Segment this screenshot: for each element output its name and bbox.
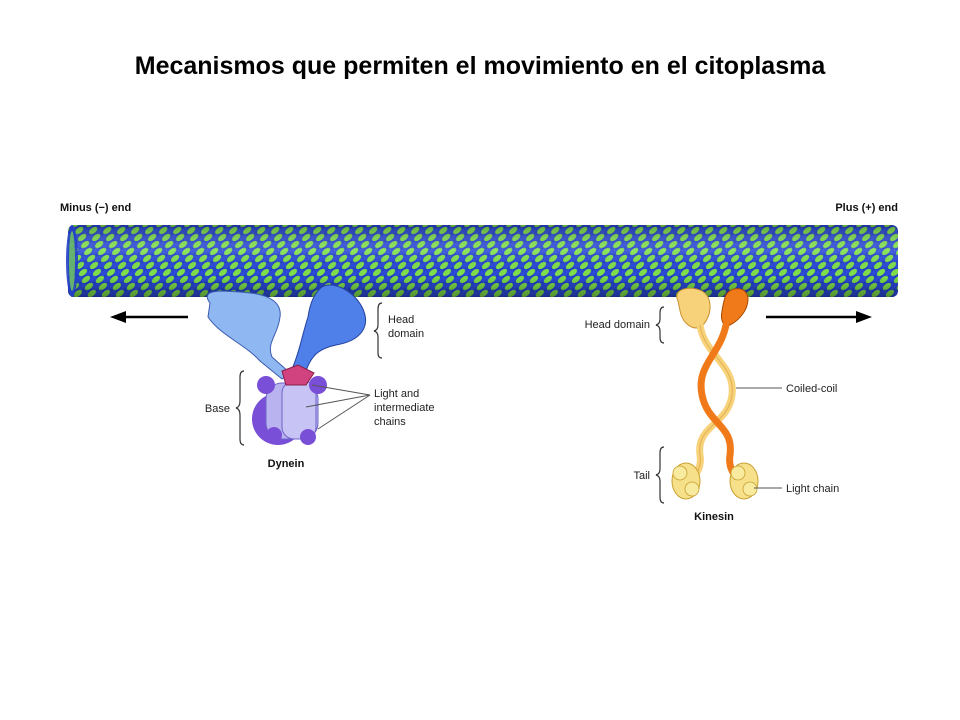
plus-end-label: Plus (+) end	[835, 202, 898, 214]
coiled-coil-label: Coiled-coil	[786, 383, 837, 395]
kinesin-protein	[671, 287, 759, 500]
page-title: Mecanismos que permiten el movimiento en…	[134, 52, 826, 80]
dynein-base-label: Base	[205, 403, 230, 415]
kinesin-tail-bracket	[655, 446, 665, 504]
arrow-left-minus	[110, 311, 188, 323]
kinesin-head-bracket	[655, 306, 665, 344]
light-chain-label: Light chain	[786, 483, 839, 495]
dynein-chains-label-line1: Light and	[374, 388, 419, 400]
dynein-chains-label-line3: chains	[374, 416, 406, 428]
kinesin-light-chains	[671, 462, 759, 500]
minus-end-label: Minus (−) end	[60, 202, 131, 214]
diagram-canvas: Minus (−) end Plus (+) end	[60, 202, 898, 523]
dynein-protein	[206, 284, 367, 445]
motor-proteins-diagram: Minus (−) end Plus (+) end	[60, 185, 900, 525]
kinesin-name-label: Kinesin	[694, 511, 734, 523]
dynein-name-label: Dynein	[268, 458, 305, 470]
dynein-chains-pointers	[305, 384, 371, 430]
dynein-head-bracket	[373, 302, 383, 359]
microtubule	[66, 225, 898, 297]
dynein-chains-label-line2: intermediate	[374, 402, 435, 414]
kinesin-tail-label: Tail	[633, 470, 650, 482]
kinesin-head-label: Head domain	[585, 319, 650, 331]
dynein-base-bracket	[235, 370, 245, 446]
arrow-right-plus	[766, 311, 872, 323]
dynein-head-label-line1: Head	[388, 314, 414, 326]
dynein-head-label-line2: domain	[388, 328, 424, 340]
